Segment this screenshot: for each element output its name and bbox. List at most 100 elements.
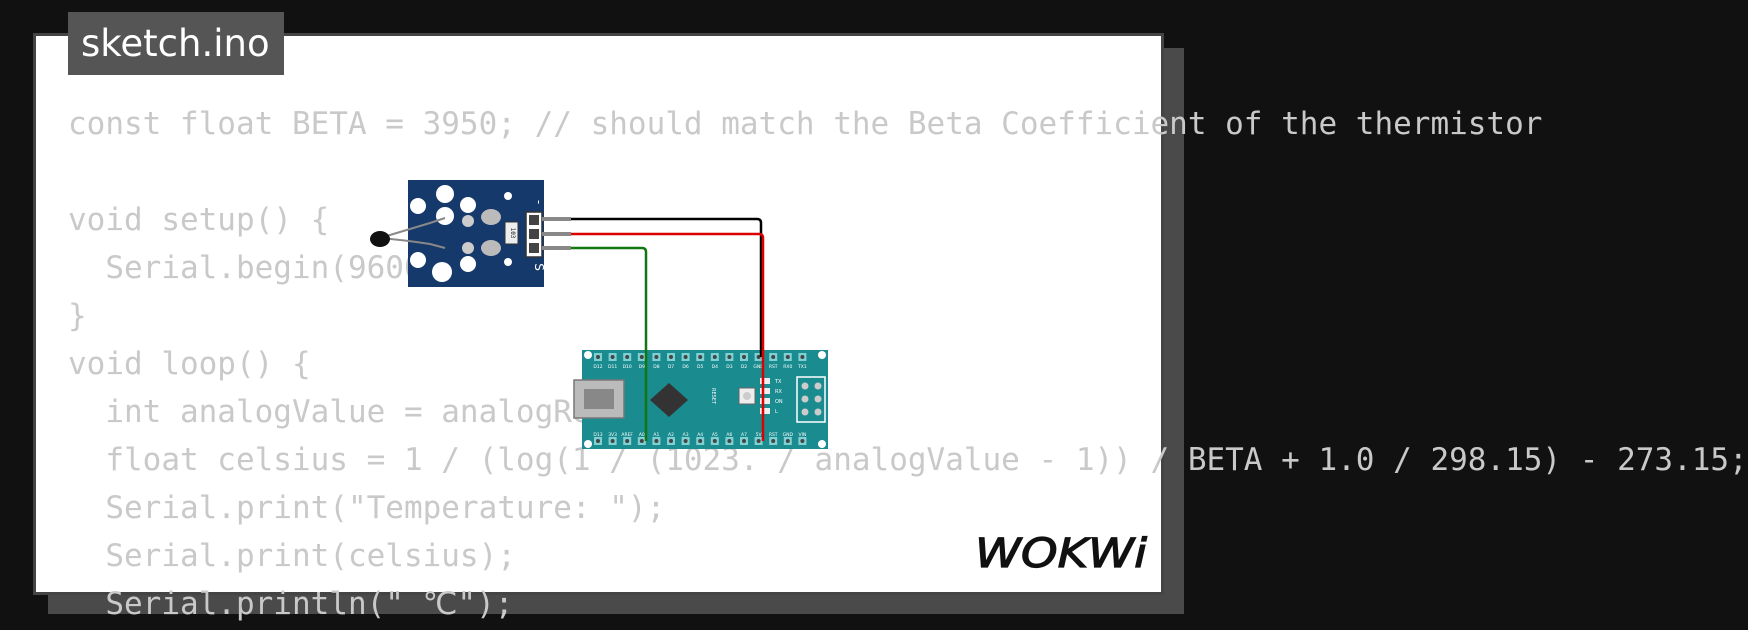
thermistor-bead[interactable] xyxy=(370,231,390,247)
header-pin-hole xyxy=(771,355,776,359)
header-pin-hole xyxy=(596,439,600,443)
code-line: void loop() { xyxy=(68,346,311,382)
header-pin-hole xyxy=(654,355,659,359)
pin-label: A1 xyxy=(653,432,659,438)
pin-label: AREF xyxy=(621,432,633,438)
header-pin-hole xyxy=(800,439,805,443)
pin-label: 5V xyxy=(756,432,763,438)
wire-gnd[interactable] xyxy=(571,217,763,357)
preview-card xyxy=(33,33,1164,595)
reset-label: RESET xyxy=(710,388,716,405)
arduino-mount-hole xyxy=(818,440,826,448)
header-pin-hole xyxy=(727,355,732,359)
pin-label: D12 xyxy=(593,364,602,370)
code-line: void setup() { xyxy=(68,202,330,238)
pin-label: D9 xyxy=(639,364,645,370)
sensor-mount-hole xyxy=(436,185,454,203)
sensor-pad xyxy=(481,240,501,256)
pin-label: VIN xyxy=(799,432,807,438)
wire-signal-a0[interactable] xyxy=(571,246,648,441)
resistor-label: 103 xyxy=(509,228,516,239)
file-tab: sketch.ino xyxy=(68,12,284,75)
led-l xyxy=(760,408,770,414)
icsp-pin xyxy=(801,408,809,416)
usb-port xyxy=(584,389,614,409)
pin-label: A2 xyxy=(668,432,674,438)
ntc-temperature-sensor-module: 103 - S xyxy=(370,180,571,287)
pin-label: 3V3 xyxy=(608,432,617,438)
arduino-mount-hole xyxy=(584,351,592,359)
sensor-pad xyxy=(436,207,454,225)
sensor-pad xyxy=(462,242,474,254)
header-pin-hole xyxy=(596,355,600,359)
icsp-pin xyxy=(801,395,809,403)
sensor-via xyxy=(504,258,512,266)
led-label: L xyxy=(775,409,778,415)
header-pin-hole xyxy=(742,355,746,359)
header-pin-hole xyxy=(727,439,732,443)
code-line: } xyxy=(68,298,87,334)
pin-label: D8 xyxy=(653,364,659,370)
header-pin-hole xyxy=(639,355,644,359)
pin-label: A6 xyxy=(726,432,732,438)
pin-label: GND xyxy=(753,364,764,370)
pin-label: D5 xyxy=(697,364,703,370)
pin-label: A4 xyxy=(697,432,703,438)
header-pin-hole xyxy=(756,439,761,443)
header-pin-hole xyxy=(610,439,615,443)
icsp-pin xyxy=(814,408,822,416)
code-line: Serial.print("Temperature: "); xyxy=(68,490,666,526)
pin-label: TX1 xyxy=(797,364,807,370)
reset-button-cap xyxy=(743,392,751,400)
header-pin-hole xyxy=(756,355,761,359)
header-pin-hole xyxy=(785,439,790,443)
pin-label: A3 xyxy=(683,432,689,438)
pin-label: D6 xyxy=(682,364,688,370)
header-pin-hole xyxy=(654,439,659,443)
sensor-board xyxy=(408,180,544,287)
sensor-pad xyxy=(410,252,426,268)
header-pin-hole xyxy=(785,355,790,359)
code-line: Serial.println(" ℃"); xyxy=(68,586,514,622)
arduino-mount-hole xyxy=(584,440,592,448)
led-label: ON xyxy=(775,399,783,405)
pin-label: A5 xyxy=(712,432,718,438)
code-line: float celsius = 1 / (log(1 / (1023. / an… xyxy=(68,442,1748,478)
header-pin-hole xyxy=(669,439,673,443)
bottom-pin-row: D13 3V3 AREF A0 A1 A2 A3 A4 A5 A6 A7 5V RST GND VIN xyxy=(593,432,807,445)
pin-label-gnd: - xyxy=(532,200,546,204)
microcontroller-chip xyxy=(650,383,688,417)
sensor-pad xyxy=(410,198,426,214)
pin-label: RST xyxy=(769,432,778,438)
wire-5v[interactable] xyxy=(571,232,765,441)
pin-label-signal: S xyxy=(532,263,546,271)
led-tx xyxy=(760,378,770,384)
pin-label: D11 xyxy=(608,364,617,370)
header-pin-hole xyxy=(683,439,688,443)
arduino-mount-hole xyxy=(818,351,826,359)
icsp-pin xyxy=(814,382,822,390)
pin-header-pin xyxy=(529,215,539,225)
pin-label: RX0 xyxy=(783,364,792,370)
sensor-via xyxy=(504,192,512,200)
pin-label: D13 xyxy=(593,432,602,438)
header-pin-hole xyxy=(742,439,746,443)
pin-label: D2 xyxy=(741,364,747,370)
pin-label: A0 xyxy=(639,432,645,438)
led-label: RX xyxy=(775,389,782,395)
pin-label: A7 xyxy=(741,432,747,438)
wokwi-logo: WOKWi xyxy=(974,530,1147,577)
header-pin-hole xyxy=(683,355,688,359)
pin-label: D3 xyxy=(726,364,732,370)
pin-label: GND xyxy=(783,432,794,438)
sensor-pad xyxy=(481,209,501,225)
header-pin-hole xyxy=(669,355,673,359)
sensor-pad xyxy=(460,256,476,272)
code-line: Serial.begin(9600); xyxy=(68,250,460,286)
header-pin-hole xyxy=(698,355,703,359)
code-line: Serial.print(celsius); xyxy=(68,538,516,574)
sensor-pad xyxy=(462,215,474,227)
